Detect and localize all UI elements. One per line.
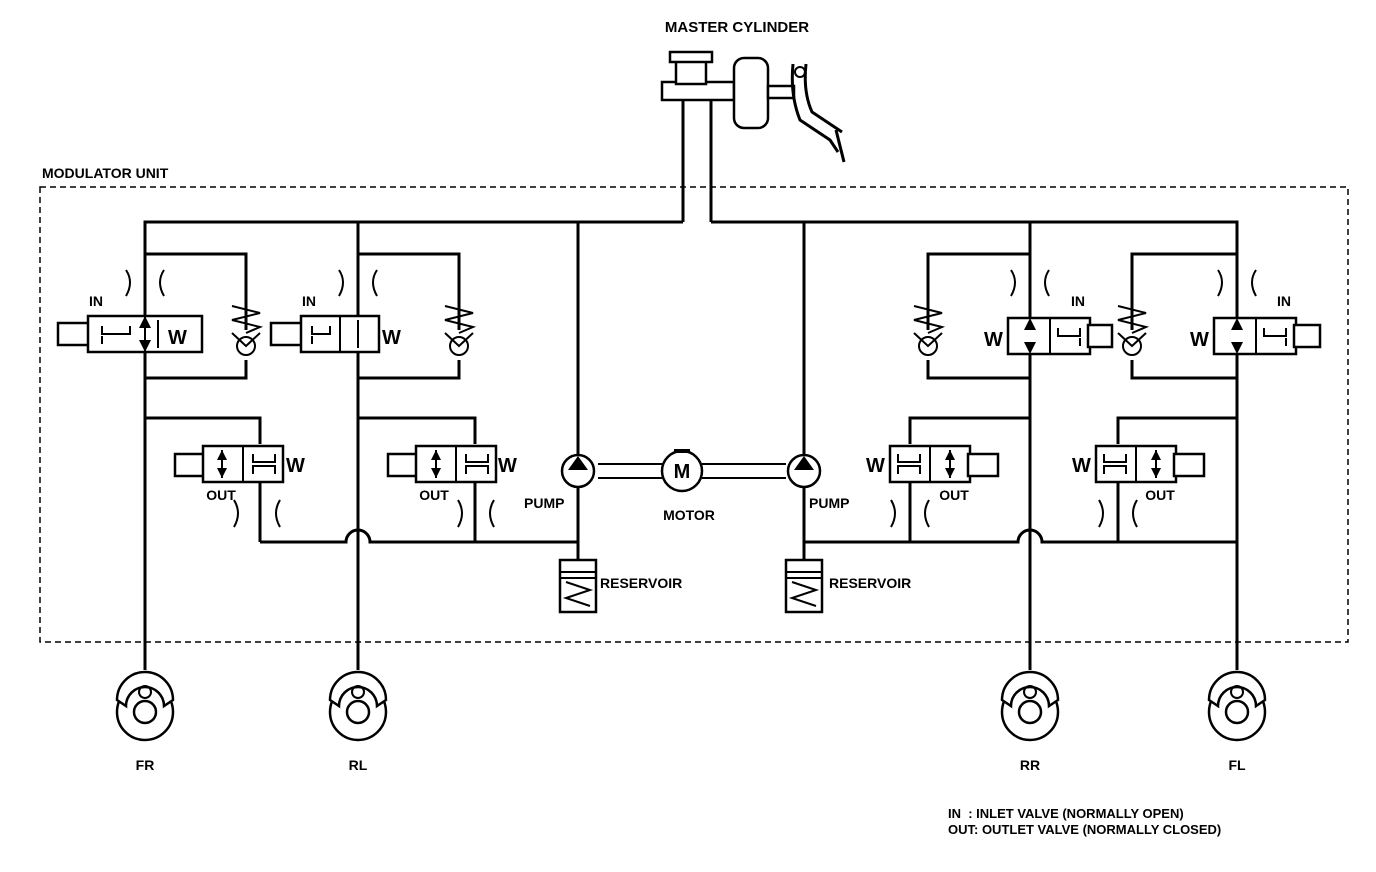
wheel-brake-fl bbox=[1207, 670, 1267, 742]
pump-label-left: PUMP bbox=[524, 495, 564, 511]
svg-text:W: W bbox=[498, 455, 517, 477]
outlet-label-fl: OUT bbox=[1145, 487, 1175, 503]
inlet-valve-fr: W bbox=[56, 314, 204, 354]
inlet-valve-fl: W bbox=[1190, 316, 1322, 356]
outlet-label-rr: OUT bbox=[939, 487, 969, 503]
motor: M bbox=[660, 449, 704, 493]
reservoir-left bbox=[558, 558, 598, 614]
wheel-label-fr: FR bbox=[136, 757, 155, 773]
outlet-valve-rl: W bbox=[386, 444, 517, 484]
pump-label-right: PUMP bbox=[809, 495, 849, 511]
outlet-label-fr: OUT bbox=[206, 487, 236, 503]
inlet-valve-rl: W bbox=[269, 314, 401, 354]
master-cylinder bbox=[660, 50, 846, 222]
inlet-orifices bbox=[125, 269, 1257, 297]
inlet-label-fr: IN bbox=[89, 293, 103, 309]
pump-motor-assembly bbox=[598, 463, 786, 479]
motor-label: MOTOR bbox=[663, 507, 715, 523]
svg-text:W: W bbox=[168, 327, 187, 349]
supply-lines bbox=[143, 220, 1239, 670]
outlet-valve-fr: W bbox=[173, 444, 305, 484]
modulator-unit-label: MODULATOR UNIT bbox=[42, 165, 169, 181]
wheel-brake-rr bbox=[1000, 670, 1060, 742]
wheel-brake-fr bbox=[115, 670, 175, 742]
svg-text:W: W bbox=[382, 327, 401, 349]
svg-text:W: W bbox=[286, 455, 305, 477]
wheel-label-rr: RR bbox=[1020, 757, 1040, 773]
inlet-label-fl: IN bbox=[1277, 293, 1291, 309]
inlet-loops bbox=[145, 252, 1237, 380]
svg-text:W: W bbox=[984, 329, 1003, 351]
svg-text:W: W bbox=[1190, 329, 1209, 351]
outlet-orifices bbox=[233, 499, 1138, 528]
svg-text:W: W bbox=[1072, 455, 1091, 477]
reservoir-label-left: RESERVOIR bbox=[600, 575, 682, 591]
master-cylinder-label: MASTER CYLINDER bbox=[665, 19, 809, 36]
outlet-label-rl: OUT bbox=[419, 487, 449, 503]
pump-left bbox=[560, 453, 596, 489]
outlet-branches bbox=[145, 416, 1237, 562]
motor-symbol: M bbox=[674, 461, 691, 483]
wheel-label-fl: FL bbox=[1228, 757, 1246, 773]
outlet-valve-rr: W bbox=[866, 444, 1000, 484]
wheel-brake-rl bbox=[328, 670, 388, 742]
modulator-unit-outline bbox=[39, 186, 1349, 643]
svg-text:W: W bbox=[866, 455, 885, 477]
legend-line-2: OUT: OUTLET VALVE (NORMALLY CLOSED) bbox=[948, 822, 1221, 837]
inlet-flow-arrows bbox=[139, 316, 1243, 354]
legend-line-1: IN : INLET VALVE (NORMALLY OPEN) bbox=[948, 806, 1184, 821]
pump-right bbox=[786, 453, 822, 489]
reservoir-right bbox=[784, 558, 824, 614]
inlet-label-rr: IN bbox=[1071, 293, 1085, 309]
inlet-label-rl: IN bbox=[302, 293, 316, 309]
inlet-valve-rr: W bbox=[984, 316, 1114, 356]
outlet-valve-fl: W bbox=[1072, 444, 1206, 484]
reservoir-label-right: RESERVOIR bbox=[829, 575, 911, 591]
wheel-label-rl: RL bbox=[349, 757, 368, 773]
